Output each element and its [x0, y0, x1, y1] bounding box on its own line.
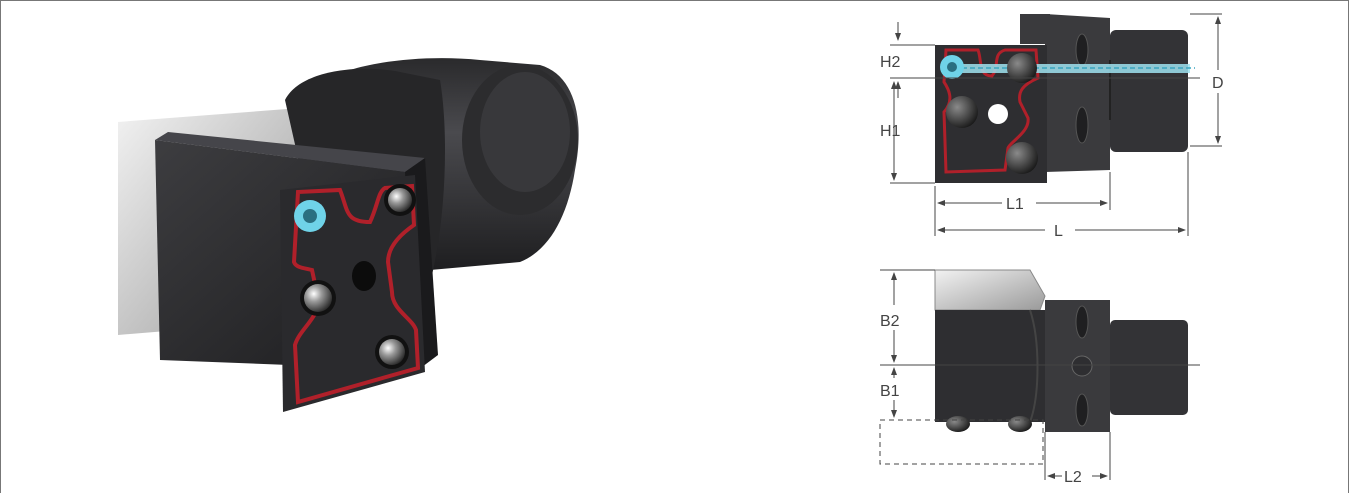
center-hole [352, 261, 376, 291]
front-view-flange [1045, 14, 1110, 172]
coolant-channel [954, 64, 1190, 73]
dim-label-b2: B2 [880, 313, 900, 330]
dim-label-l: L [1054, 223, 1063, 240]
dim-label-h1: H1 [880, 123, 901, 140]
top-view-drawing: B2 B1 L2 [879, 269, 1200, 486]
tool-holder-3d-render [118, 58, 579, 412]
dim-label-d: D [1212, 75, 1224, 92]
front-view-shank [1110, 30, 1188, 152]
top-view-shank [1110, 320, 1188, 415]
front-view-drawing: H2 H1 D L1 L [880, 13, 1224, 240]
dim-label-b1: B1 [880, 383, 900, 400]
clamping-screws [300, 184, 416, 369]
dim-label-h2: H2 [880, 54, 901, 71]
front-view-seal [942, 48, 1040, 174]
reference-block-outline [879, 419, 1044, 465]
dim-label-l1: L1 [1006, 196, 1024, 213]
front-view-center-hole [988, 104, 1008, 124]
top-view-insert [934, 269, 1046, 311]
dim-label-l2: L2 [1064, 469, 1082, 486]
top-view-body [935, 310, 1045, 422]
